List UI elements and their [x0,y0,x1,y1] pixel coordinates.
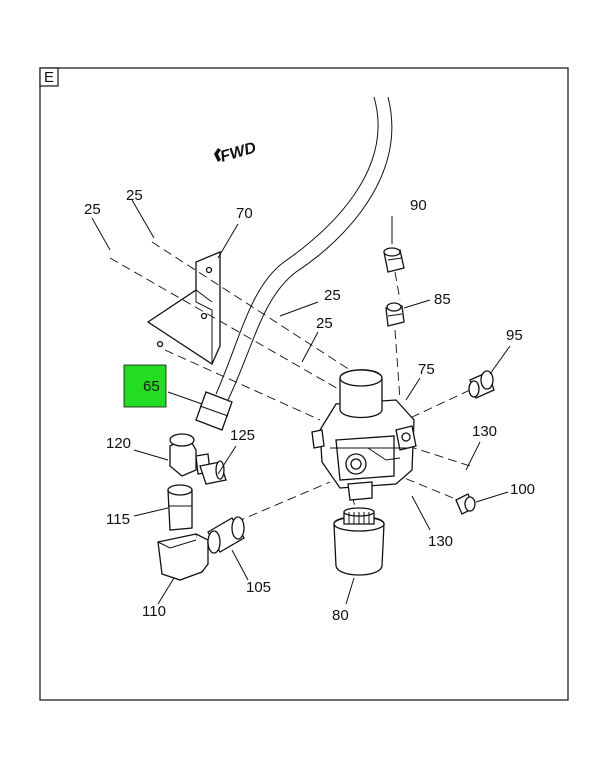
callout-85: 85 [434,291,451,308]
callout-115: 115 [106,511,130,528]
callout-100: 100 [510,481,535,498]
callout-105: 105 [246,579,271,596]
mounting-bracket [146,251,221,365]
callout-120: 120 [106,435,131,452]
callout-25: 25 [316,315,333,332]
view-label-box [39,67,59,87]
highlighted-part-box[interactable] [123,364,167,408]
plug-100 [455,493,476,515]
fitting-90 [383,247,405,273]
callout-75: 75 [418,361,435,378]
fitting-105 [207,516,245,554]
leader-lines [91,199,511,605]
filter-bowl [333,507,385,576]
view-label: E [44,69,54,86]
callout-labels: 25 25 70 90 25 85 25 95 75 65 130 120 12… [84,187,535,624]
callout-70: 70 [236,205,253,222]
callout-65: 65 [143,378,160,395]
fitting-95 [468,370,495,399]
fitting-115 [167,484,193,531]
elbow-110 [157,533,209,581]
callout-125: 125 [230,427,255,444]
callout-130: 130 [428,533,453,550]
valve-assembly [311,369,417,501]
callout-90: 90 [410,197,427,214]
fwd-arrow-icon: FWD [214,139,259,166]
diagram-frame [39,67,569,701]
hose-fitting [195,391,233,431]
callout-25: 25 [324,287,341,304]
callout-130: 130 [472,423,497,440]
fwd-label: FWD [218,139,258,166]
fitting-85 [385,302,405,327]
callout-25: 25 [126,187,143,204]
callout-25: 25 [84,201,101,218]
callout-80: 80 [332,607,349,624]
callout-110: 110 [142,603,166,620]
hose-assembly [215,96,393,401]
elbow-120 [169,433,211,477]
callout-95: 95 [506,327,523,344]
